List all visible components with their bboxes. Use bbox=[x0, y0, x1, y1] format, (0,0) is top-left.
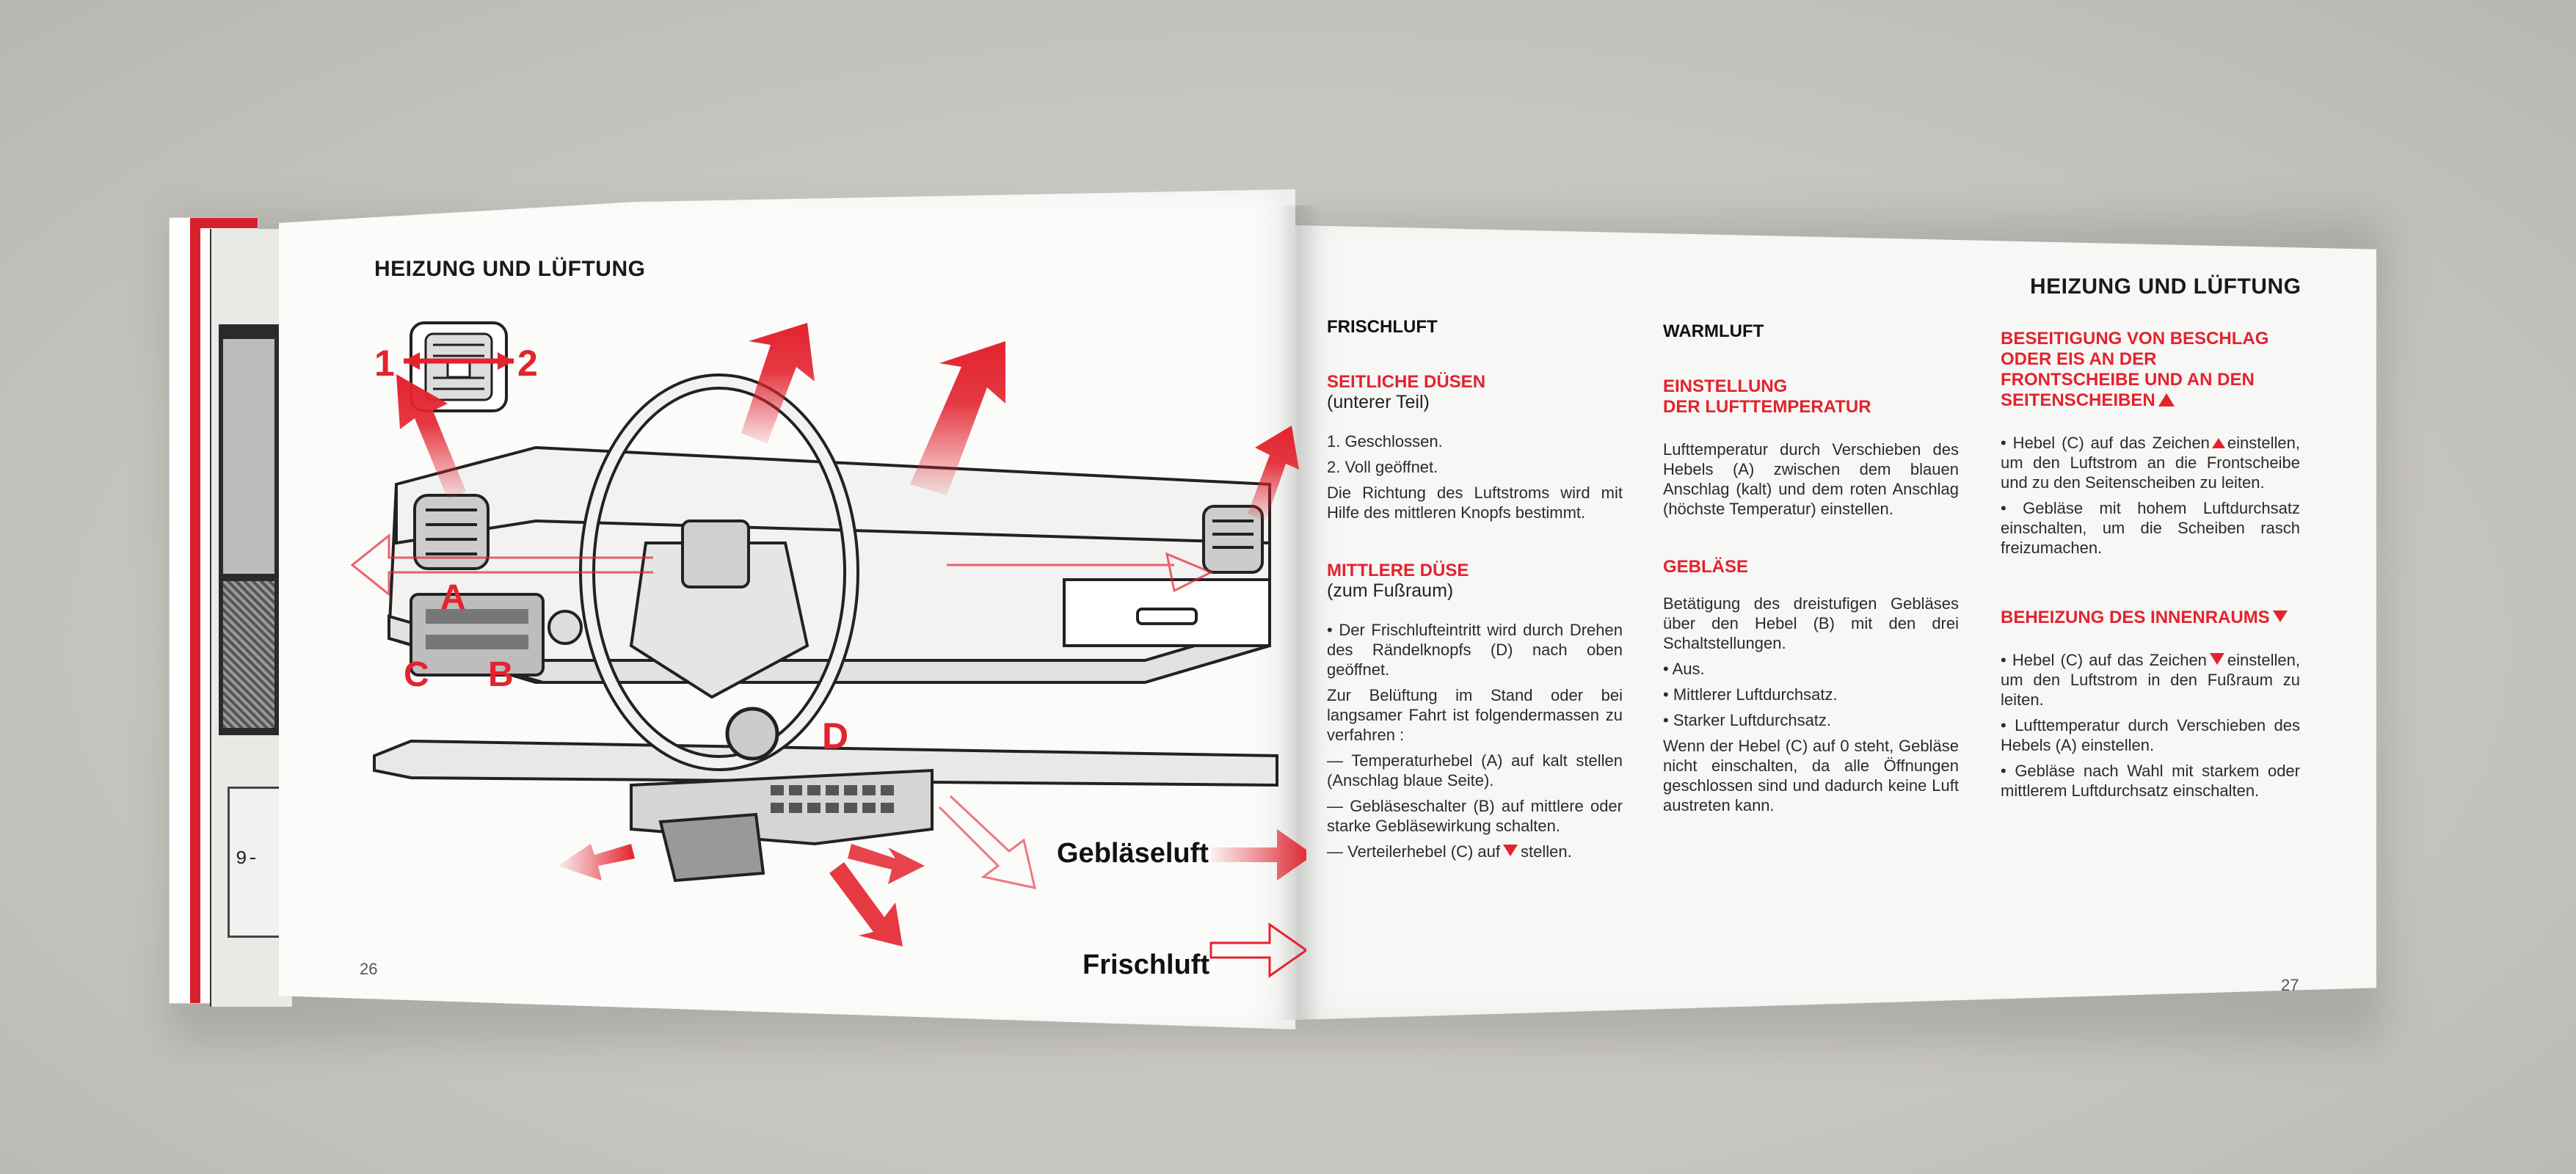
bullet-text: • Hebel (C) auf das Zeichen bbox=[2001, 434, 2210, 452]
list-item: 1. Geschlossen. bbox=[1327, 432, 1443, 451]
bullet-text: einstellen, um den Luftstrom in den Fußr… bbox=[2001, 651, 2300, 709]
photo-panel bbox=[223, 339, 274, 574]
dash-item: — Gebläseschalter (B) auf mittlere oder … bbox=[1327, 797, 1623, 835]
subsection-title: SEITLICHE DÜSEN bbox=[1327, 372, 1486, 392]
fresh-air-legend-arrow bbox=[1209, 922, 1306, 978]
subsection-title-text: BEHEIZUNG DES INNENRAUMS bbox=[2001, 608, 2270, 627]
section-title: WARMLUFT bbox=[1663, 321, 1764, 341]
left-page-number: 26 bbox=[360, 960, 378, 978]
dashboard-outline bbox=[373, 445, 1278, 787]
dash-item: — Temperaturhebel (A) auf kalt stellen (… bbox=[1327, 751, 1623, 790]
callout-d: D bbox=[822, 715, 848, 756]
section-title: FRISCHLUFT bbox=[1327, 317, 1438, 337]
list-item: • Starker Luftdurchsatz. bbox=[1663, 711, 1832, 729]
right-page-header: HEIZUNG UND LÜFTUNG bbox=[2030, 274, 2302, 299]
right-page-number: 27 bbox=[2281, 976, 2299, 994]
list-item: • Aus. bbox=[1663, 660, 1705, 678]
subsection-subtitle: (zum Fußraum) bbox=[1327, 580, 1454, 601]
paragraph: Betätigung des dreistufigen Gebläses übe… bbox=[1663, 594, 1959, 652]
spacer bbox=[1663, 525, 1959, 557]
book-gutter bbox=[1277, 205, 1321, 1020]
subsection-title: BEHEIZUNG DES INNENRAUMS bbox=[2001, 608, 2300, 628]
subsection-title: MITTLERE DÜSE bbox=[1327, 561, 1469, 580]
paragraph: Lufttemperatur durch Verschieben des Heb… bbox=[1663, 440, 1959, 518]
heater-controls bbox=[410, 593, 583, 677]
callout-b: B bbox=[488, 655, 514, 694]
dash-item: — Verteilerhebel (C) auf stellen. bbox=[1327, 842, 1623, 861]
edge-label: 9- bbox=[236, 847, 259, 869]
column-defrost-heating: BESEITIGUNG VON BESCHLAG ODER EIS AN DER… bbox=[2001, 329, 2300, 806]
fan-air-legend-arrow bbox=[1211, 829, 1306, 880]
subsection-title: GEBLÄSE bbox=[1663, 557, 1749, 577]
footwell-symbol-icon bbox=[2209, 653, 2224, 665]
subsection-title-text: BESEITIGUNG VON BESCHLAG ODER EIS AN DER… bbox=[2001, 329, 2269, 410]
bullet-text: einstellen, um den Luftstrom an die Fron… bbox=[2001, 434, 2300, 492]
windscreen-symbol-icon bbox=[2158, 393, 2175, 406]
bullet-item: • Der Frischlufteintritt wird durch Dreh… bbox=[1327, 621, 1623, 679]
bullet-item: • Gebläse mit hohem Luftdurchsatz einsch… bbox=[2001, 499, 2300, 557]
red-edge-bar bbox=[190, 218, 200, 1003]
dash-item-text: stellen. bbox=[1521, 842, 1572, 861]
bullet-text: • Hebel (C) auf das Zeichen bbox=[2001, 651, 2207, 669]
legend-fresh-air: Frischluft bbox=[1083, 949, 1210, 980]
subsection-title: EINSTELLUNG bbox=[1663, 376, 1788, 396]
callout-a: A bbox=[440, 578, 466, 617]
callout-1: 1 bbox=[374, 343, 395, 384]
center-nozzle bbox=[630, 707, 934, 883]
underlying-page-photo: 9- bbox=[210, 229, 292, 1007]
callout-2: 2 bbox=[517, 343, 538, 384]
footwell-symbol-icon bbox=[1503, 845, 1518, 856]
windscreen-symbol-icon bbox=[2211, 438, 2225, 448]
photo-texture bbox=[223, 581, 274, 728]
spacer bbox=[1327, 528, 1623, 561]
vent-inset bbox=[404, 321, 514, 412]
airflow-arrows bbox=[350, 323, 1299, 947]
list-item: • Mittlerer Luftdurchsatz. bbox=[1663, 685, 1838, 704]
paragraph: Zur Belüftung im Stand oder bei langsame… bbox=[1327, 686, 1623, 744]
column-frischluft: FRISCHLUFT SEITLICHE DÜSEN (unterer Teil… bbox=[1327, 317, 1623, 867]
right-page bbox=[1295, 225, 2376, 1020]
right-vent bbox=[1202, 505, 1264, 574]
legend-fan-air: Gebläseluft bbox=[1057, 838, 1209, 869]
dash-item-text: — Verteilerhebel (C) auf bbox=[1327, 842, 1500, 861]
subsection-title: BESEITIGUNG VON BESCHLAG ODER EIS AN DER… bbox=[2001, 329, 2300, 411]
paragraph: Wenn der Hebel (C) auf 0 steht, Gebläse … bbox=[1663, 737, 1959, 814]
subsection-subtitle: (unterer Teil) bbox=[1327, 392, 1430, 412]
footwell-symbol-icon bbox=[2272, 610, 2288, 622]
photo-instrument-box: 9- bbox=[228, 787, 283, 938]
callout-c: C bbox=[404, 655, 429, 694]
subsection-title: DER LUFTTEMPERATUR bbox=[1663, 397, 1871, 417]
bullet-item: • Lufttemperatur durch Verschieben des H… bbox=[2001, 716, 2300, 754]
dashboard-illustration: 1 2 A C B bbox=[350, 321, 1306, 978]
list-item: 2. Voll geöffnet. bbox=[1327, 458, 1438, 476]
spacer bbox=[2001, 564, 2300, 608]
paragraph: Die Richtung des Luftstroms wird mit Hil… bbox=[1327, 484, 1623, 522]
column-warmluft: WARMLUFT EINSTELLUNG DER LUFTTEMPERATUR … bbox=[1663, 321, 1959, 821]
red-edge-top bbox=[190, 218, 258, 228]
left-page-header: HEIZUNG UND LÜFTUNG bbox=[374, 257, 646, 281]
bullet-item: • Gebläse nach Wahl mit starkem oder mit… bbox=[2001, 762, 2300, 800]
